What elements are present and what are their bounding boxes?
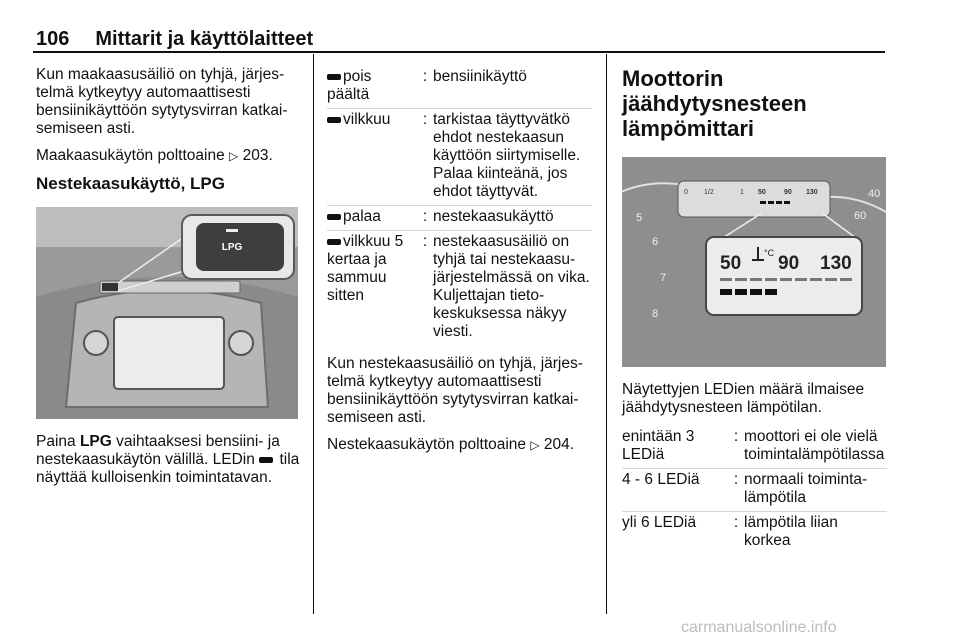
temperature-meaning: normaali toiminta­lämpötila: [744, 471, 868, 506]
watermark: carmanualsonline.info: [681, 619, 837, 636]
big-gauge-label: 50: [720, 253, 741, 274]
table-row: palaa : nestekaasukäyttö: [327, 206, 592, 231]
led-icon: [327, 73, 341, 80]
state-label: vilkkuu: [343, 111, 391, 128]
table-row: pois päältä : bensiinikäyttö: [327, 66, 592, 109]
colon: :: [733, 471, 739, 488]
dial-number: 40: [868, 188, 880, 200]
table-row: vilkkuu : tarkistaa täyttyvätkö ehdot ne…: [327, 109, 592, 206]
paragraph: Näytettyjen LEDien määrä ilmaisee jäähdy…: [622, 381, 865, 416]
table-row: yli 6 LEDiä : lämpötila liian korkea: [622, 512, 887, 554]
lpg-button-label: LPG: [222, 242, 243, 253]
text: tila näyttää kulloisenkin toimintata­van…: [36, 451, 300, 486]
section-heading: Moottorin jäähdytysnesteen lämpömittari: [622, 66, 807, 141]
table-row: enintään 3 LEDiä : moottori ei ole vielä…: [622, 426, 887, 469]
table-row: 4 - 6 LEDiä : normaali toiminta­lämpötil…: [622, 469, 887, 512]
small-gauge-label: 1/2: [704, 189, 714, 196]
small-gauge-label: 130: [806, 189, 818, 196]
page-title: Mittarit ja käyttölaitteet: [95, 28, 314, 50]
dial-number: 60: [854, 210, 866, 222]
led-count: yli 6 LEDiä: [622, 514, 697, 531]
dial-number: 7: [660, 272, 666, 284]
paragraph-fuel-ref: Maakaasukäytön polttoaine ▷ 203.: [36, 147, 300, 165]
led-icon: [259, 456, 274, 463]
temperature-meaning: lämpötila liian korkea: [744, 514, 838, 549]
colon: :: [422, 233, 428, 250]
led-icon: [327, 213, 341, 220]
text: Maakaasukäytön polttoaine: [36, 147, 230, 164]
small-gauge-label: 1: [740, 189, 744, 196]
thermometer-icon: °C: [752, 247, 775, 261]
colon: :: [733, 514, 739, 531]
page-reference-link[interactable]: 203.: [242, 147, 273, 164]
dial-number: 5: [636, 212, 642, 224]
table-row: vilkkuu 5 kertaa ja sammuu sitten : nest…: [327, 231, 592, 345]
led-count: enintään 3 LEDiä: [622, 428, 695, 463]
text: Nestekaasukäytön polttoaine: [327, 436, 531, 453]
big-gauge-label: 130: [820, 253, 852, 274]
page-reference-link[interactable]: 204.: [543, 436, 575, 453]
lpg-bold-term: LPG: [79, 433, 112, 450]
small-gauge-label: 50: [758, 189, 766, 196]
led-icon: [327, 238, 341, 245]
state-description: nestekaasusäiliö on tyhjä tai nestekaasu…: [433, 233, 590, 340]
column-1: Kun maakaasusäiliö on tyhjä, järjes­telm…: [36, 66, 300, 496]
section-heading: Nestekaasukäyttö, LPG: [36, 174, 225, 193]
column-divider-2: [606, 54, 607, 614]
column-2: pois päältä : bensiinikäyttö vilkkuu : t…: [327, 66, 592, 463]
paragraph-lpg-instruction: Paina LPG vaihtaaksesi bensiini- ja nest…: [36, 433, 300, 487]
column-3: Moottorin jäähdytysnesteen lämpömittari …: [622, 66, 887, 554]
small-gauge-label: 90: [784, 189, 792, 196]
state-label: vilkkuu 5 kertaa ja sammuu sitten: [327, 233, 404, 304]
small-gauge-label: 0: [684, 189, 688, 196]
colon: :: [422, 208, 428, 225]
header-rule: [33, 51, 885, 53]
state-description: bensiinikäyttö: [433, 68, 527, 85]
paragraph: Kun nestekaasusäiliö on tyhjä, järjes­te…: [327, 355, 583, 426]
temperature-meaning: moottori ei ole vielä toimintaläm­pötila…: [744, 428, 885, 463]
dial-number: 8: [652, 308, 658, 320]
colon: :: [422, 111, 428, 128]
paragraph-fuel-ref: Nestekaasukäytön polttoaine ▷ 204.: [327, 436, 592, 454]
state-label: palaa: [343, 208, 381, 225]
text: Paina: [36, 433, 80, 450]
lpg-console-illustration: LPG: [36, 207, 298, 419]
column-divider-1: [313, 54, 314, 614]
svg-text:°C: °C: [764, 248, 775, 258]
led-icon: [327, 116, 341, 123]
led-state: vilkkuu 5 kertaa ja sammuu sitten: [327, 233, 417, 341]
state-label: pois päältä: [327, 68, 372, 103]
led-state: palaa: [327, 208, 417, 226]
text: vaihtaaksesi bensiini- ja nestekaasukäyt…: [36, 433, 280, 468]
coolant-led-table: enintään 3 LEDiä : moottori ei ole vielä…: [622, 426, 887, 554]
page-header: 106 Mittarit ja käyttölaitteet: [36, 28, 313, 51]
arrow-icon: ▷: [530, 438, 540, 452]
arrow-icon: ▷: [229, 149, 239, 163]
paragraph: Kun maakaasusäiliö on tyhjä, järjes­telm…: [36, 66, 288, 137]
state-description: nestekaasukäyttö: [433, 208, 554, 225]
colon: :: [733, 428, 739, 445]
big-gauge-label: 90: [778, 253, 799, 274]
page-number: 106: [36, 28, 70, 50]
led-state: vilkkuu: [327, 111, 417, 201]
led-state: pois päältä: [327, 68, 417, 104]
state-description: tarkistaa täyttyvätkö ehdot nestekaasun …: [433, 111, 581, 200]
led-count: 4 - 6 LEDiä: [622, 471, 700, 488]
dial-number: 6: [652, 236, 658, 248]
coolant-gauge-illustration: 5 6 7 8 60 40 0 1/2 1 50 90 130 50 90 13…: [622, 157, 886, 367]
colon: :: [422, 68, 428, 85]
led-state-table: pois päältä : bensiinikäyttö vilkkuu : t…: [327, 66, 592, 345]
